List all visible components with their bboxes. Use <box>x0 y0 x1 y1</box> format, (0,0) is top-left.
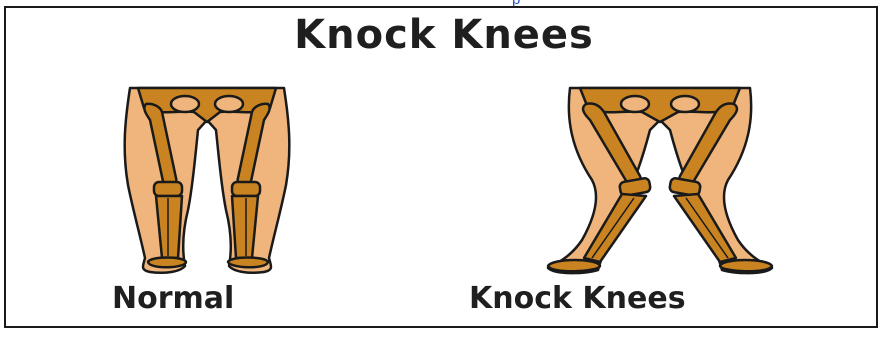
normal-label: Normal <box>112 281 234 316</box>
knock-knees-label: Knock Knees <box>469 281 686 316</box>
knock-legs <box>548 88 772 273</box>
knock-right-foot <box>720 260 772 271</box>
knock-left-foot <box>548 260 600 271</box>
